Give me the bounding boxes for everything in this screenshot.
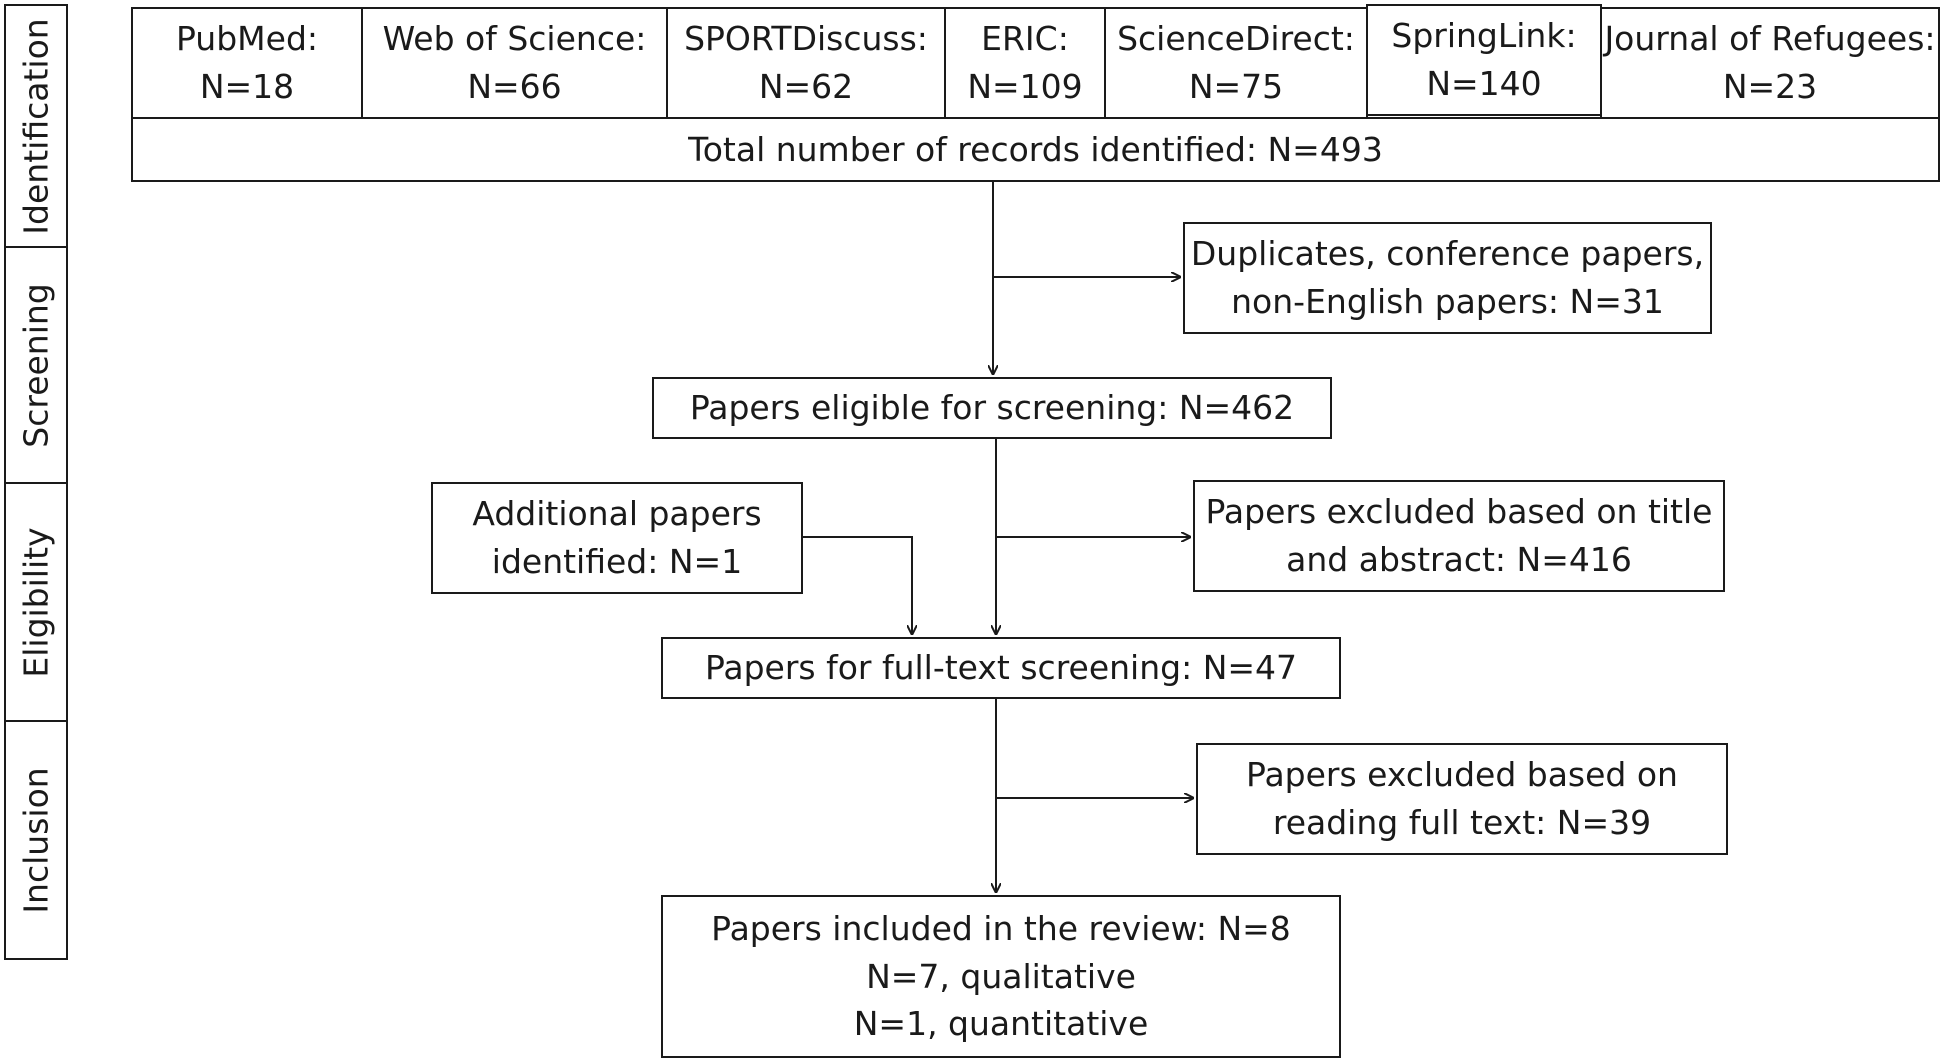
total-records-text: Total number of records identified: N=49… (688, 129, 1383, 169)
duplicates-box: Duplicates, conference papers, non-Engli… (1183, 222, 1712, 334)
source-name: SpringLink: (1391, 16, 1577, 56)
source-name: PubMed: (175, 19, 319, 59)
excluded-fulltext-line: reading full text: N=39 (1272, 803, 1652, 842)
included-line: N=1, quantitative (853, 1004, 1149, 1044)
excluded-title-abstract-box: Papers excluded based on title and abstr… (1193, 480, 1725, 592)
duplicates-line: Duplicates, conference papers, (1190, 234, 1705, 274)
eligible-text: Papers eligible for screening: N=462 (689, 388, 1295, 428)
additional-papers-box: Additional papers identified: N=1 (431, 482, 803, 594)
fulltext-text: Papers for full-text screening: N=47 (704, 648, 1298, 688)
source-count: N=75 (1188, 67, 1284, 106)
source-count: N=140 (1426, 64, 1542, 103)
source-name: ERIC: (981, 19, 1069, 59)
source-box-sportdiscuss: SPORTDiscuss: N=62 (666, 7, 946, 119)
source-box-web-of-science: Web of Science: N=66 (361, 7, 668, 119)
additional-line: Additional papers (472, 494, 762, 534)
source-count: N=23 (1722, 67, 1818, 106)
included-line: N=7, qualitative (866, 956, 1136, 996)
excluded-title-line: and abstract: N=416 (1286, 540, 1632, 579)
phase-inclusion: Inclusion (4, 720, 68, 960)
source-count: N=62 (758, 67, 854, 106)
additional-line: identified: N=1 (491, 542, 743, 581)
source-count: N=66 (467, 67, 562, 106)
included-line: Papers included in the review: N=8 (711, 908, 1291, 948)
source-count: N=18 (199, 67, 295, 106)
excluded-fulltext-box: Papers excluded based on reading full te… (1196, 743, 1728, 855)
source-box-journal-of-refugees: Journal of Refugees: N=23 (1600, 7, 1940, 119)
excluded-fulltext-line: Papers excluded based on (1246, 755, 1678, 795)
source-name: ScienceDirect: (1117, 19, 1355, 59)
source-box-springlink: SpringLink: N=140 (1366, 4, 1602, 116)
source-name: SPORTDiscuss: (684, 19, 928, 59)
total-records-box: Total number of records identified: N=49… (131, 117, 1940, 182)
source-box-pubmed: PubMed: N=18 (131, 7, 363, 119)
fulltext-screening-box: Papers for full-text screening: N=47 (661, 637, 1341, 699)
excluded-title-line: Papers excluded based on title (1205, 492, 1713, 532)
source-name: Web of Science: (382, 19, 647, 59)
source-name: Journal of Refugees: (1604, 19, 1936, 59)
arrow-additional-to-fulltext (803, 536, 912, 634)
included-box: Papers included in the review: N=8 N=7, … (661, 895, 1341, 1058)
source-count: N=109 (967, 67, 1083, 106)
eligible-box: Papers eligible for screening: N=462 (652, 377, 1332, 439)
duplicates-line: non-English papers: N=31 (1231, 282, 1664, 321)
source-box-eric: ERIC: N=109 (944, 7, 1106, 119)
